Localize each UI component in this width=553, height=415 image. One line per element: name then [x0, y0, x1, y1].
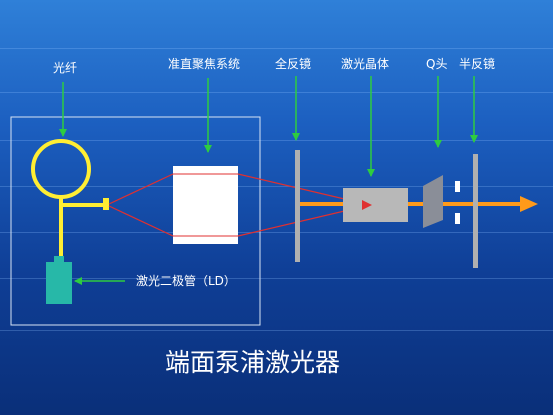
- collimator-lens: [173, 166, 238, 244]
- label-laser-diode: 激光二极管（LD）: [136, 274, 236, 288]
- label-fiber: 光纤: [53, 61, 78, 75]
- page-title: 端面泵浦激光器: [165, 348, 341, 377]
- label-crystal: 激光晶体: [341, 57, 390, 71]
- half-mirror: [473, 154, 478, 268]
- aperture-bottom: [455, 213, 460, 224]
- beam-arrowhead: [520, 196, 538, 212]
- fiber-coil: [31, 139, 91, 199]
- label-half-mirror: 半反镜: [459, 57, 496, 71]
- laser-crystal: [343, 188, 408, 222]
- label-full-mirror: 全反镜: [275, 57, 312, 71]
- q-switch: [423, 175, 443, 228]
- laser-diode-cap: [54, 256, 64, 262]
- label-pointers: [59, 76, 478, 285]
- label-q-switch: Q头: [426, 57, 448, 71]
- full-mirror: [295, 150, 300, 262]
- crystal-focus-arrow: [362, 200, 372, 210]
- fiber-connector: [103, 198, 109, 210]
- label-collimator: 准直聚焦系统: [168, 57, 241, 71]
- pump-module-box: [10, 116, 261, 326]
- laser-diode: [46, 262, 72, 304]
- pump-beam: [108, 173, 371, 237]
- aperture-top: [455, 181, 460, 192]
